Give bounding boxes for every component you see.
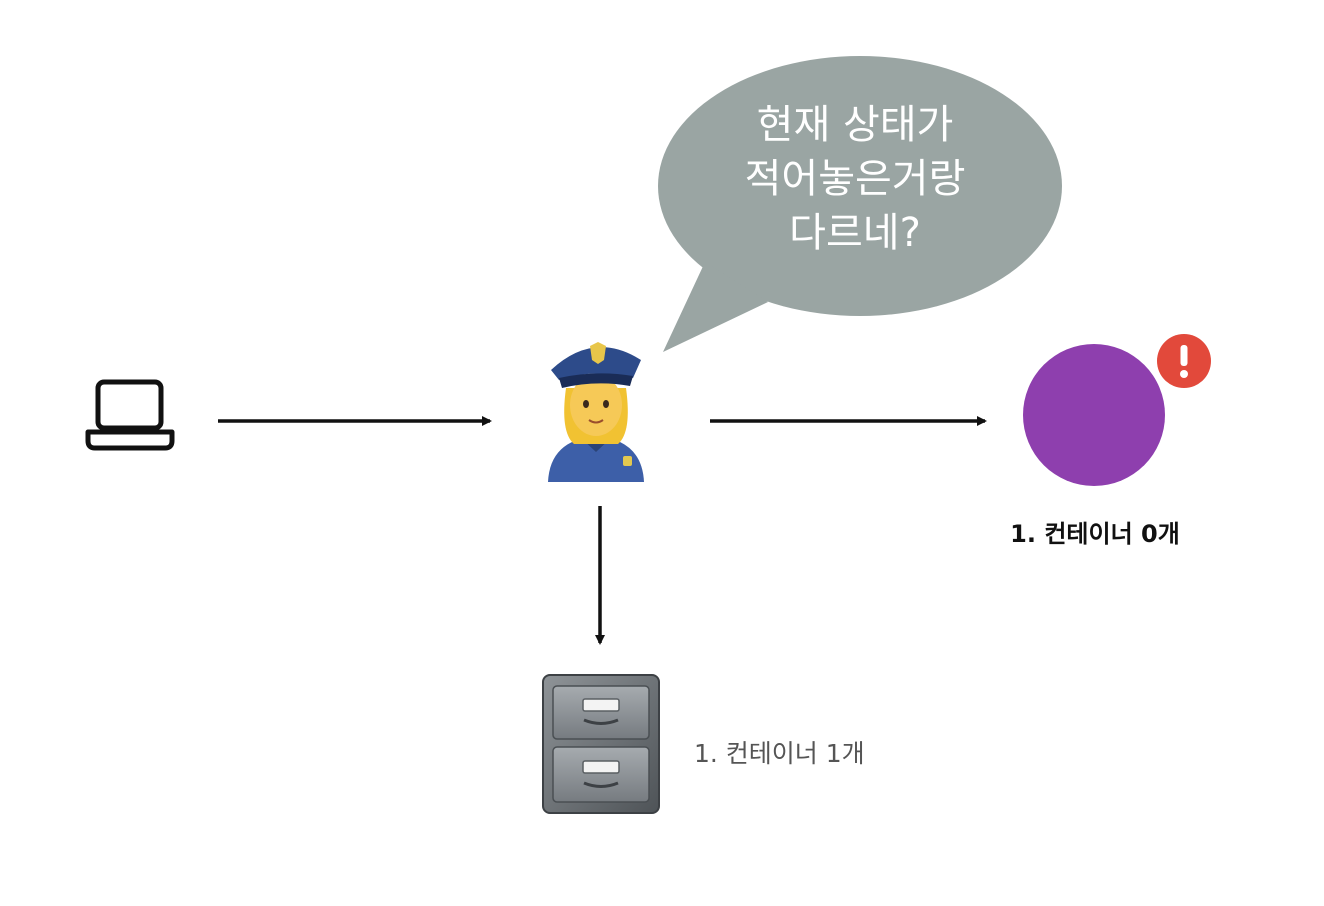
speech-line-3: 다르네? (789, 210, 921, 256)
file-cabinet-icon (542, 674, 660, 814)
police-officer-icon (548, 342, 644, 482)
laptop-icon (85, 379, 175, 451)
speech-bubble (658, 56, 1062, 352)
speech-bubble-text: 현재 상태가 적어놓은거랑 다르네? (705, 98, 1005, 260)
storage-label: 1. 컨테이너 1개 (694, 739, 865, 768)
speech-line-1: 현재 상태가 (756, 102, 954, 148)
speech-line-2: 적어놓은거랑 (744, 156, 966, 202)
container-circle (1023, 344, 1165, 486)
container-label: 1. 컨테이너 0개 (1010, 520, 1180, 548)
alert-badge (1157, 334, 1211, 388)
